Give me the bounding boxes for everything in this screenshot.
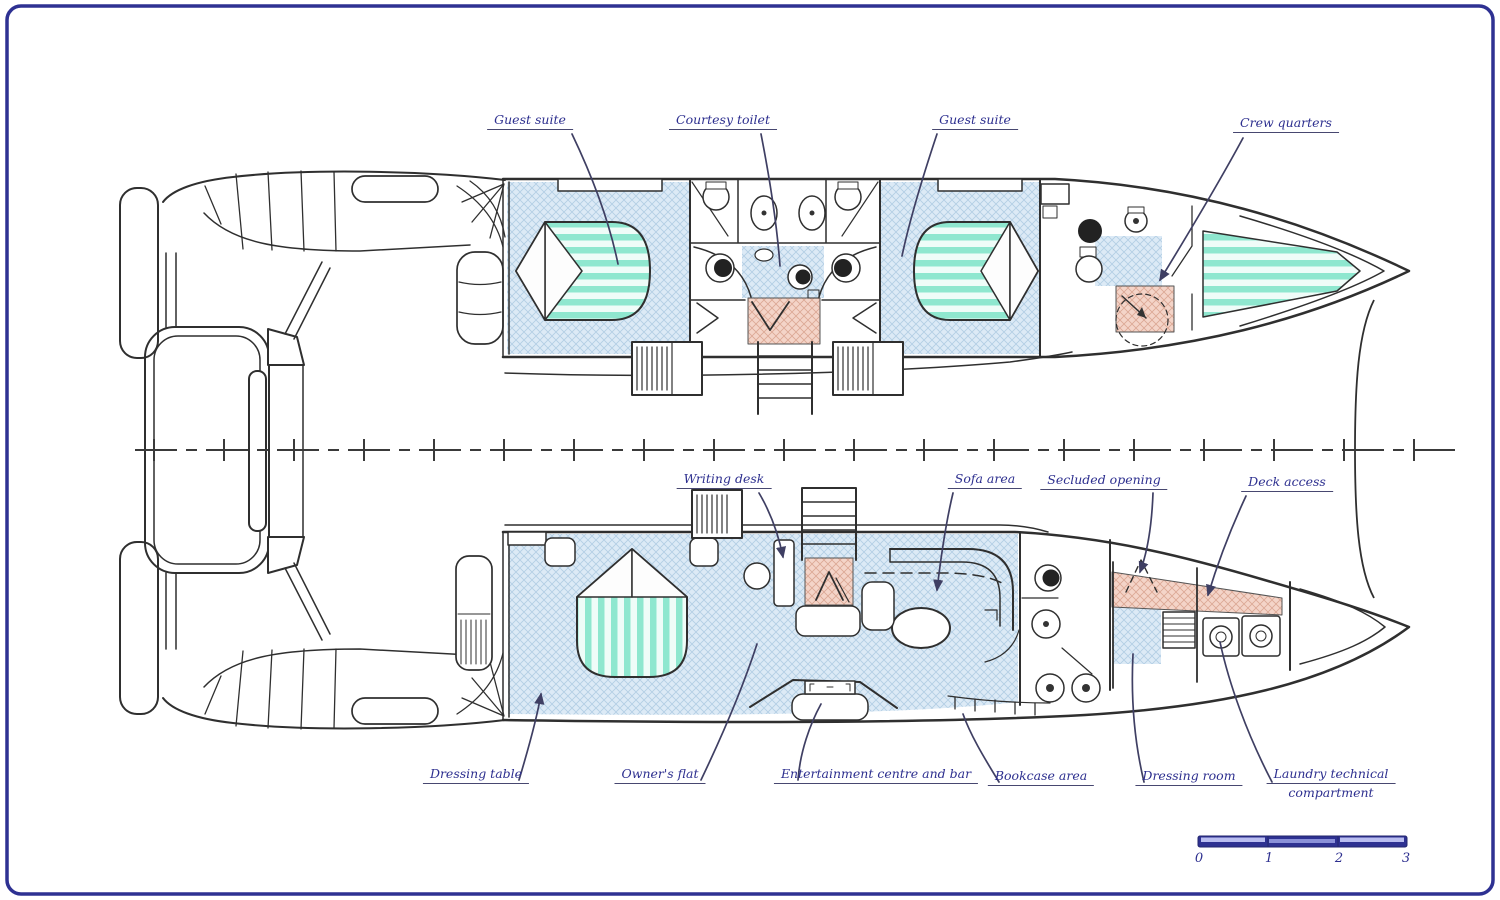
stairs-top: [747, 297, 821, 345]
scale-tick-1: 1: [1265, 851, 1273, 866]
label-sofa-area: Sofa area: [947, 471, 1023, 489]
label-bookcase-area: Bookcase area: [987, 768, 1095, 786]
label-deck-access: Deck access: [1241, 474, 1333, 492]
scale-tick-3: 3: [1402, 851, 1410, 866]
washing-machine-icon: [1202, 617, 1240, 657]
bench-bottom: [203, 648, 471, 688]
saloon-table: [891, 607, 951, 649]
label-dressing-table: Dressing table: [422, 766, 530, 784]
scale-tick-0: 0: [1195, 851, 1203, 866]
bottom-hull: [501, 487, 1411, 724]
stairs-top-hull-entry: [456, 251, 504, 345]
dressing-table-cabinet: [455, 555, 493, 671]
crew-vberth: [1202, 230, 1361, 318]
label-writing-desk: Writing desk: [676, 471, 772, 489]
label-guest-suite-left: Guest suite: [487, 112, 573, 130]
bookcase: [954, 696, 1036, 716]
cockpit-area: [119, 170, 562, 730]
leader-lines: [518, 133, 1273, 783]
label-laundry-compartment: Laundry technical compartment: [1266, 766, 1396, 800]
scale-tick-2: 2: [1334, 851, 1343, 866]
sofa: [889, 548, 1014, 631]
label-crew-quarters: Crew quarters: [1233, 115, 1339, 133]
secluded-opening-dashed: [1125, 559, 1158, 593]
label-entertainment-centre: Entertainment centre and bar: [773, 766, 979, 784]
toilet-icon: [1078, 219, 1102, 243]
label-guest-suite-right: Guest suite: [932, 112, 1018, 130]
transom-step-top: [119, 187, 159, 359]
label-dressing-room: Dressing room: [1135, 768, 1243, 786]
washing-machine-icon: [1241, 615, 1281, 657]
desk-chair: [743, 562, 771, 590]
crew-floor: [1095, 236, 1162, 286]
stairs-arrow: [751, 301, 790, 331]
page-border: [5, 4, 1495, 896]
label-secluded-opening: Secluded opening: [1040, 472, 1168, 490]
top-hull-outline: [501, 177, 1411, 359]
label-owners-flat: Owner's flat: [614, 766, 706, 784]
hatch-swing-dashed: [1115, 293, 1169, 347]
bottom-hull-outline: [501, 530, 1411, 724]
transom-step-bottom: [119, 541, 159, 715]
dressing-room-floor: [1113, 606, 1161, 664]
label-laundry-line1: Laundry technical: [1266, 766, 1396, 784]
label-courtesy-toilet: Courtesy toilet: [669, 112, 777, 130]
top-hull: [501, 177, 1411, 415]
scale-bar: 0 1 2 3: [1195, 835, 1410, 866]
writing-desk: [773, 539, 795, 607]
stairs-arrow: [815, 571, 844, 601]
companionway-ladder-bottom: [801, 487, 857, 561]
companionway-ladder-top: [757, 341, 813, 415]
bench-top: [203, 212, 471, 252]
stairs-bottom: [804, 557, 854, 606]
centerline: [135, 439, 1458, 461]
label-laundry-line2: compartment: [1288, 785, 1374, 800]
